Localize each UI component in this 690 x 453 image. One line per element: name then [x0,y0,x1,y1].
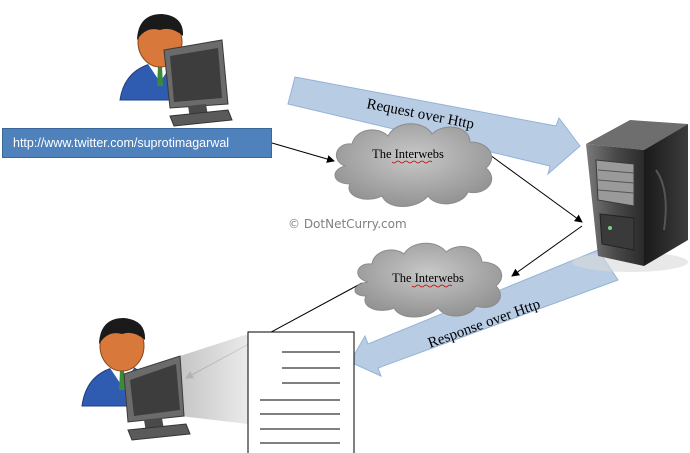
server-icon [572,120,688,272]
cloud-icon: The Interwebs [354,242,503,318]
document-icon [247,331,355,453]
cloud-label: The Interwebs [392,271,464,285]
cloud-icon: The Interwebs [334,123,493,207]
user-at-computer-icon [81,318,248,441]
user-at-computer-icon [119,14,233,127]
cloud-label: The Interwebs [372,147,444,161]
watermark: © DotNetCurry.com [288,217,407,231]
url-bar[interactable]: http://www.twitter.com/suprotimagarwal [2,128,272,158]
url-text: http://www.twitter.com/suprotimagarwal [13,136,230,150]
